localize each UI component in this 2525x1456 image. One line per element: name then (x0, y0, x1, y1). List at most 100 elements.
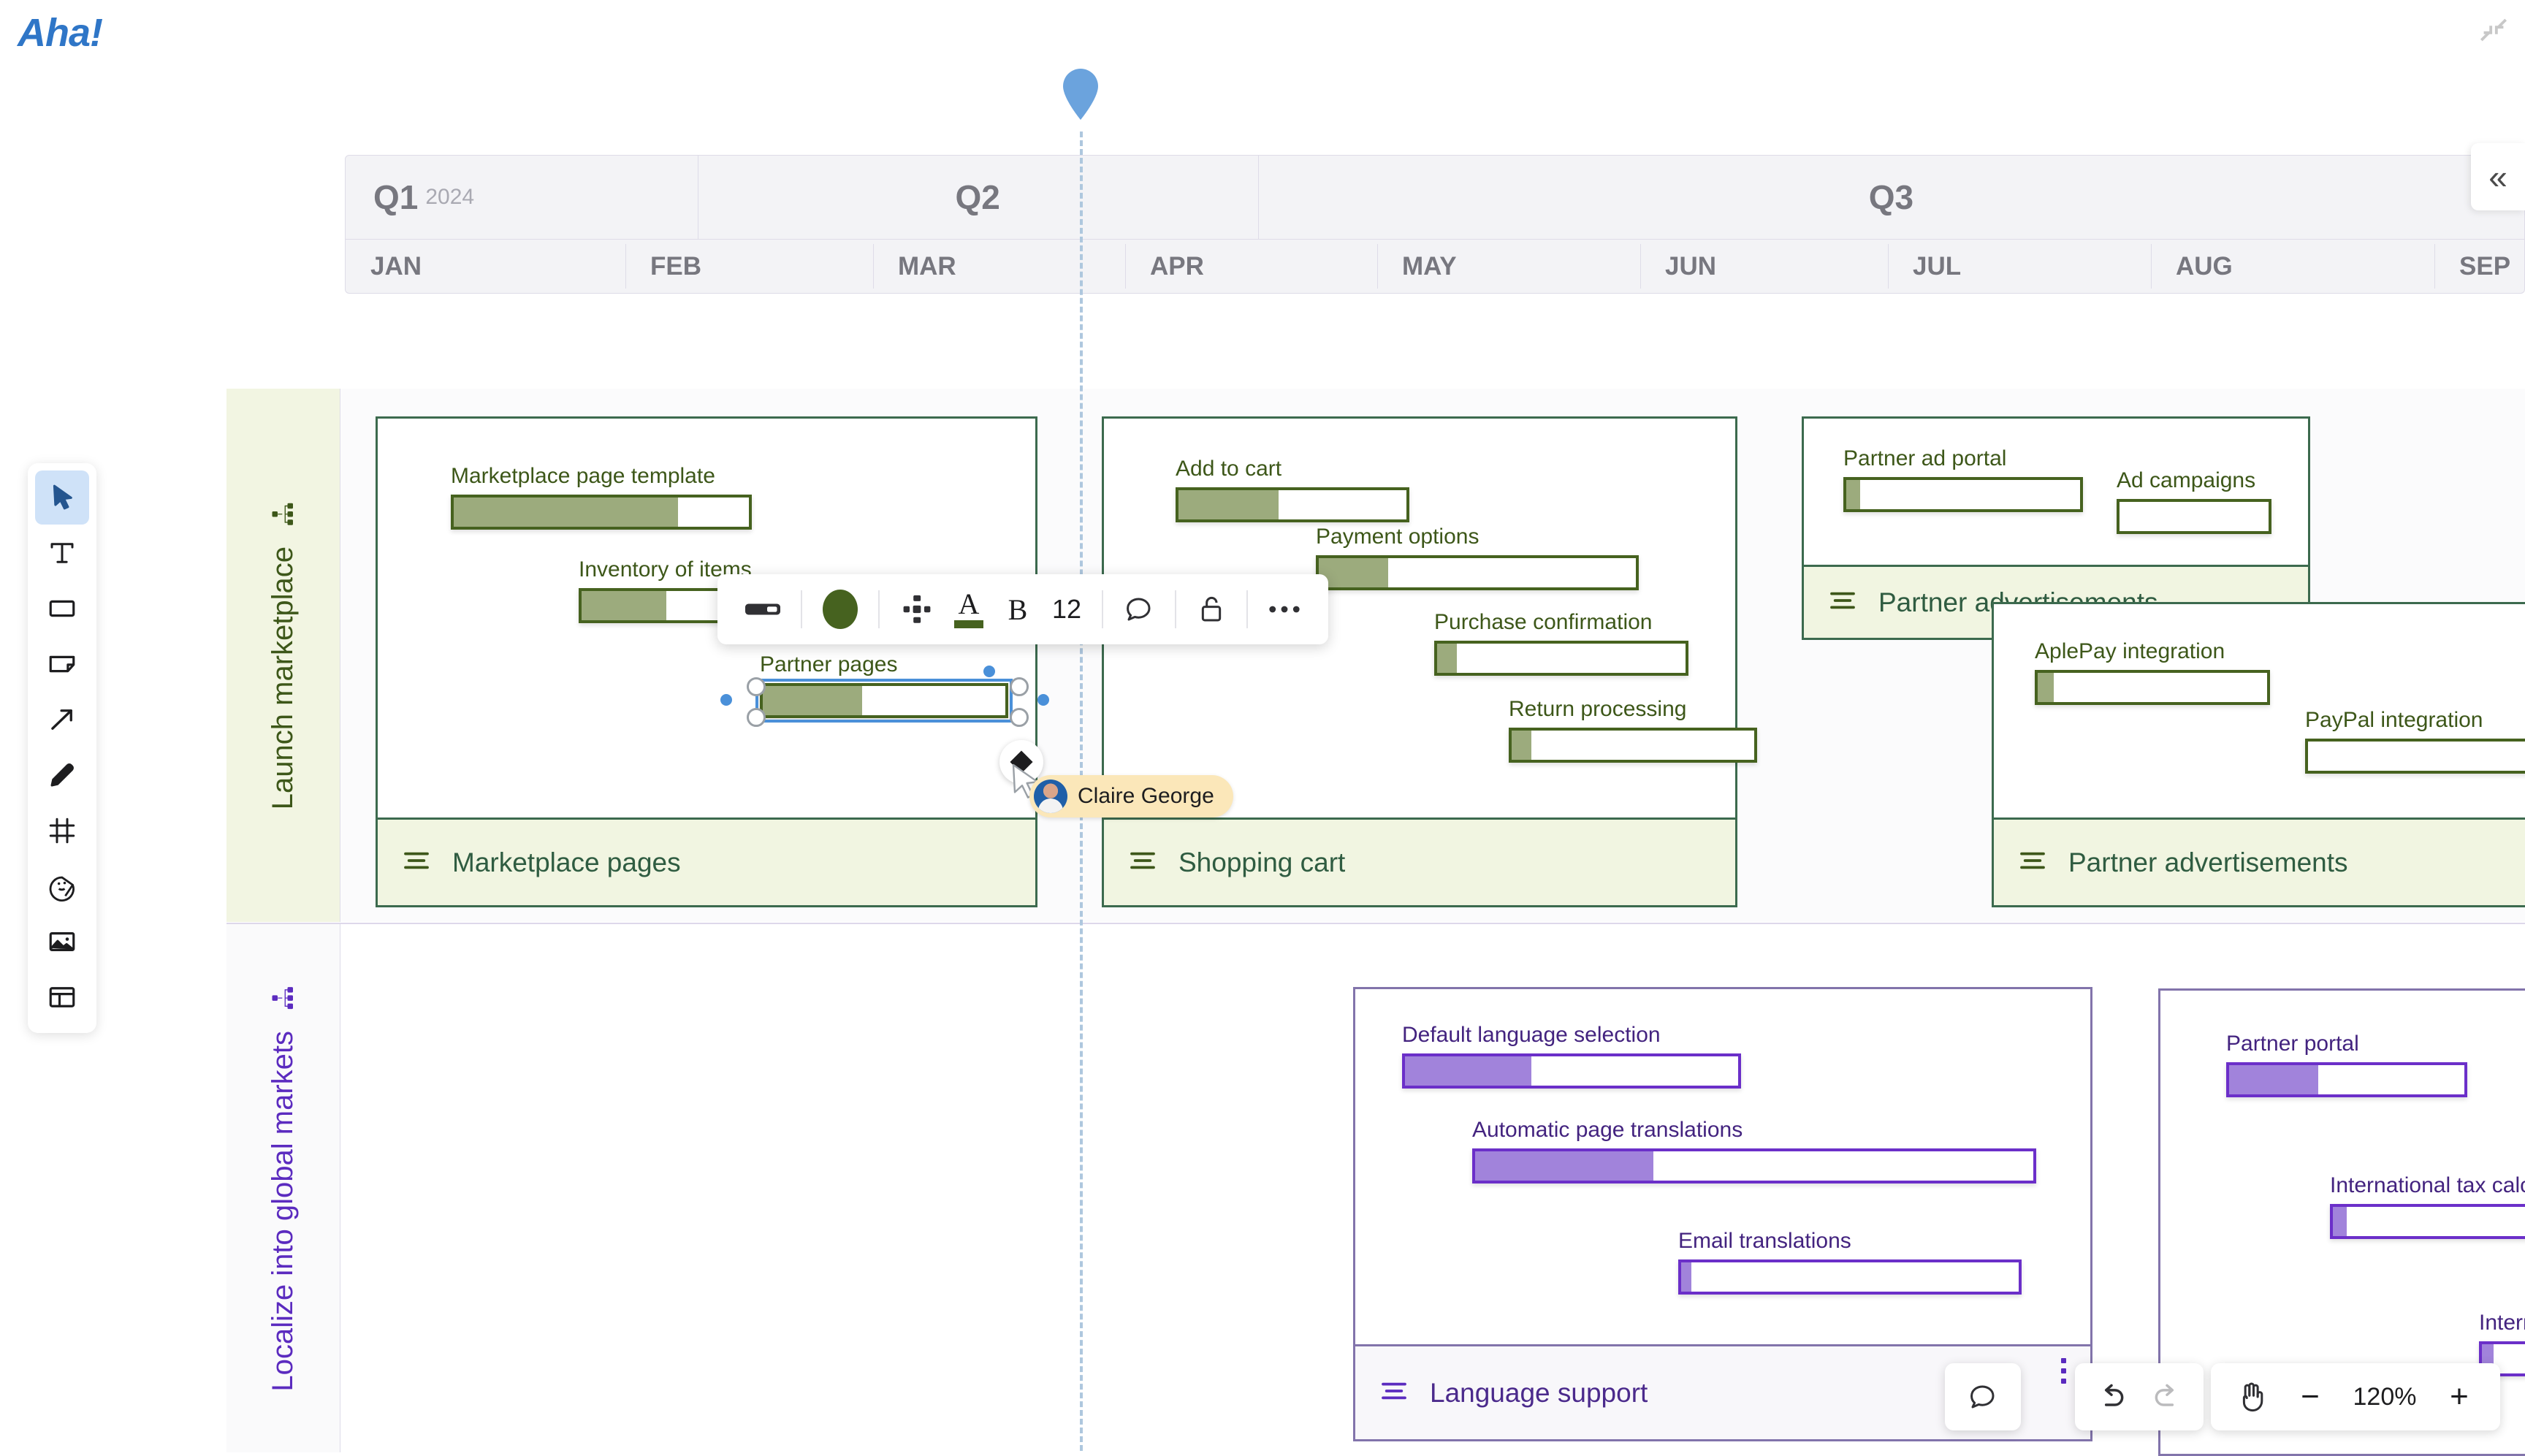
resize-handle[interactable] (1010, 677, 1029, 696)
release-card-footer[interactable]: Marketplace pages (378, 817, 1035, 905)
feature-item[interactable]: Partner pages (760, 652, 1008, 718)
quarter-label: Q3 (1869, 178, 1913, 217)
hierarchy-icon (270, 498, 297, 530)
aha-logo[interactable]: Aha! (18, 10, 102, 56)
align-distribute-icon[interactable] (891, 583, 942, 636)
feature-item[interactable]: Add to cart (1176, 457, 1409, 522)
collaborator-chip[interactable]: Claire George (1029, 775, 1233, 817)
progress-bar-icon[interactable] (736, 583, 789, 636)
feature-item[interactable]: Automatic page translations (1472, 1118, 2036, 1184)
resize-handle[interactable] (747, 677, 766, 696)
feature-progress-fill (2229, 1065, 2318, 1094)
release-card-footer[interactable]: Shopping cart (1104, 817, 1735, 905)
month-jul: JUL (1888, 240, 2151, 293)
feature-progress-bar[interactable] (1176, 487, 1409, 522)
text-color-icon[interactable]: A (945, 583, 992, 636)
feature-label: Add to cart (1176, 457, 1409, 481)
resize-handle[interactable] (747, 708, 766, 727)
collapse-fullscreen-icon[interactable] (2477, 13, 2510, 47)
feature-item[interactable]: Partner portal (2226, 1032, 2467, 1097)
feature-progress-bar[interactable] (2305, 739, 2525, 774)
resize-handle[interactable] (1010, 708, 1029, 727)
connector-dot[interactable] (720, 694, 732, 706)
feature-progress-bar[interactable] (1472, 1148, 2036, 1184)
feature-label: Partner ad portal (1843, 446, 2083, 471)
feature-progress-bar[interactable] (2330, 1204, 2525, 1239)
feature-item[interactable]: Return processing (1509, 697, 1757, 763)
feature-item[interactable]: PayPal integration (2305, 708, 2525, 774)
feature-progress-bar[interactable] (1509, 728, 1757, 763)
drag-handle-dots[interactable] (2061, 1358, 2066, 1384)
month-sep: SEP (2434, 240, 2525, 293)
feature-progress-bar[interactable] (1434, 641, 1688, 676)
feature-item[interactable]: Default language selection (1402, 1023, 1741, 1089)
divider (878, 590, 880, 628)
feature-progress-fill (454, 498, 678, 527)
feature-item[interactable]: Partner ad portal (1843, 446, 2083, 512)
shape-tool[interactable] (35, 582, 89, 636)
feature-item[interactable]: AplePay integration (2035, 639, 2270, 705)
draw-tool[interactable] (35, 748, 89, 802)
feature-progress-fill (1681, 1262, 1691, 1292)
swimlane-label-localize-global-markets[interactable]: Localize into global markets (226, 924, 340, 1452)
release-lines-icon (403, 850, 430, 875)
feature-label: Default language selection (1402, 1023, 1741, 1048)
unlock-icon[interactable] (1188, 583, 1235, 636)
month-jan: JAN (346, 240, 625, 293)
feature-progress-bar[interactable] (2035, 670, 2270, 705)
feature-label: Payment options (1316, 525, 1639, 549)
select-tool[interactable] (35, 470, 89, 525)
feature-progress-bar[interactable] (2117, 499, 2271, 534)
feature-progress-bar[interactable] (1678, 1259, 2022, 1295)
feature-progress-bar[interactable] (451, 495, 752, 530)
collapse-panel-button[interactable]: « (2471, 143, 2525, 210)
font-size-button[interactable]: 12 (1043, 583, 1090, 636)
feature-progress-bar[interactable] (1402, 1053, 1741, 1089)
hierarchy-icon (270, 982, 297, 1015)
bold-button[interactable]: B (995, 583, 1040, 636)
feature-item[interactable]: Ad campaigns (2117, 468, 2271, 534)
quarter-q3: Q3 (1258, 156, 2524, 239)
feature-progress-bar[interactable] (1316, 555, 1639, 590)
feature-label: Ad campaigns (2117, 468, 2271, 493)
swimlane-label-launch-marketplace[interactable]: Launch marketplace (226, 389, 340, 922)
release-lines-icon (2019, 850, 2046, 875)
connector-dot[interactable] (983, 666, 995, 677)
note-tool[interactable] (35, 637, 89, 691)
redo-icon[interactable] (2144, 1371, 2190, 1423)
undo-icon[interactable] (2088, 1371, 2135, 1423)
feature-item[interactable]: Email translations (1678, 1229, 2022, 1295)
feature-progress-bar[interactable] (1843, 477, 2083, 512)
month-apr: APR (1125, 240, 1377, 293)
arrow-tool[interactable] (35, 693, 89, 747)
feature-item[interactable]: Purchase confirmation (1434, 610, 1688, 676)
feature-progress-bar[interactable] (2226, 1062, 2467, 1097)
release-lines-icon (1829, 590, 1856, 615)
feature-item[interactable]: International tax calculations (2330, 1173, 2525, 1239)
feature-item[interactable]: Payment options (1316, 525, 1639, 590)
feature-progress-bar[interactable] (760, 683, 1008, 718)
comment-icon[interactable] (1960, 1371, 2006, 1423)
connector-dot[interactable] (1037, 694, 1049, 706)
template-tool[interactable] (35, 970, 89, 1024)
sticker-tool[interactable] (35, 859, 89, 913)
fill-color-swatch[interactable] (814, 583, 867, 636)
more-options-icon[interactable] (1260, 583, 1309, 636)
text-tool[interactable] (35, 526, 89, 580)
zoom-level-label: 120% (2345, 1383, 2424, 1411)
today-marker-pin[interactable] (1060, 67, 1101, 121)
zoom-out-button[interactable]: − (2287, 1371, 2334, 1423)
hand-icon[interactable] (2228, 1371, 2275, 1423)
release-card-footer[interactable]: Partner advertisements (1994, 817, 2525, 905)
comment-icon[interactable] (1115, 583, 1163, 636)
zoom-in-button[interactable]: + (2436, 1371, 2483, 1423)
image-tool[interactable] (35, 915, 89, 969)
feature-item[interactable]: Marketplace page template (451, 464, 752, 530)
frame-tool[interactable] (35, 804, 89, 858)
